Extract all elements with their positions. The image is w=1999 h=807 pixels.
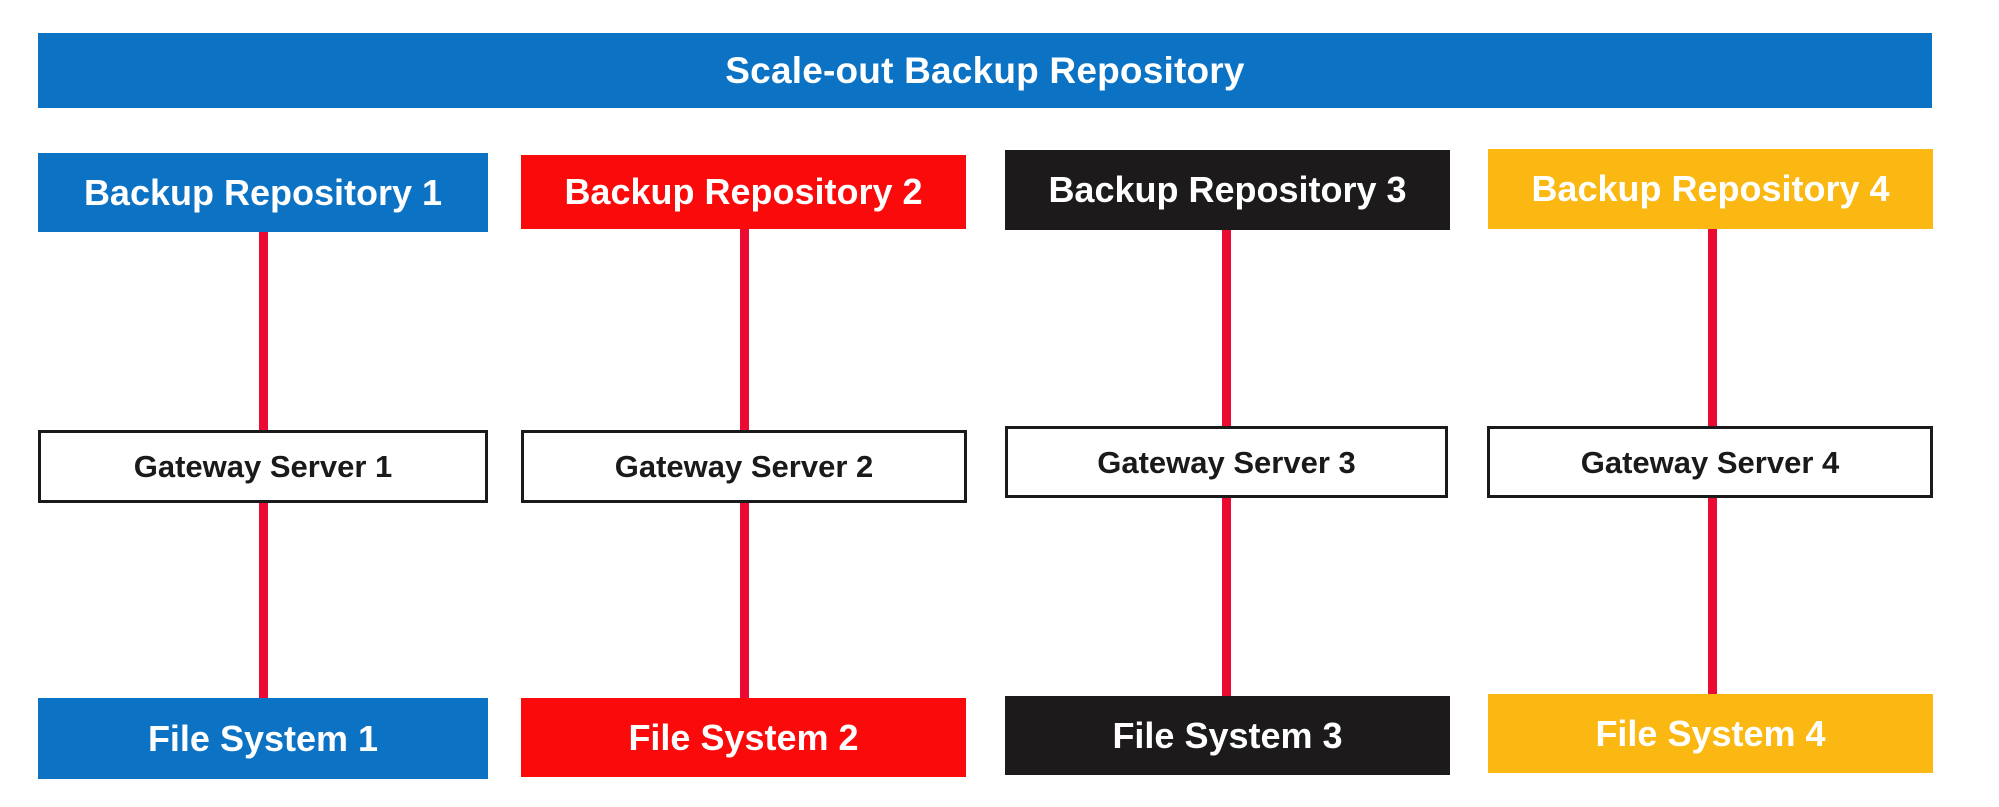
- connector-repo-to-gateway-1: [259, 232, 268, 432]
- file-system-box-1[interactable]: File System 1: [38, 698, 488, 779]
- file-system-label-4: File System 4: [1595, 712, 1826, 754]
- backup-repository-label-4: Backup Repository 4: [1531, 168, 1890, 209]
- backup-repository-box-3[interactable]: Backup Repository 3: [1005, 150, 1450, 230]
- backup-repository-box-1[interactable]: Backup Repository 1: [38, 153, 488, 232]
- backup-repository-box-2[interactable]: Backup Repository 2: [521, 155, 966, 229]
- gateway-server-box-2[interactable]: Gateway Server 2: [521, 430, 967, 503]
- connector-repo-to-gateway-2: [740, 229, 749, 432]
- gateway-server-label-2: Gateway Server 2: [614, 449, 874, 484]
- connector-gateway-to-filesystem-1: [259, 501, 268, 700]
- gateway-server-box-3[interactable]: Gateway Server 3: [1005, 426, 1448, 498]
- file-system-box-4[interactable]: File System 4: [1488, 694, 1933, 773]
- gateway-server-box-4[interactable]: Gateway Server 4: [1487, 426, 1933, 498]
- backup-repository-label-3: Backup Repository 3: [1048, 169, 1407, 210]
- file-system-label-1: File System 1: [147, 717, 379, 759]
- connector-repo-to-gateway-3: [1222, 228, 1231, 428]
- connector-gateway-to-filesystem-4: [1708, 496, 1717, 696]
- scale-out-backup-repository-label: Scale-out Backup Repository: [725, 49, 1245, 91]
- file-system-box-3[interactable]: File System 3: [1005, 696, 1450, 775]
- file-system-label-3: File System 3: [1112, 714, 1343, 756]
- file-system-label-2: File System 2: [628, 716, 859, 758]
- gateway-server-label-4: Gateway Server 4: [1580, 444, 1840, 480]
- backup-repository-box-4[interactable]: Backup Repository 4: [1488, 149, 1933, 229]
- connector-gateway-to-filesystem-3: [1222, 496, 1231, 696]
- file-system-box-2[interactable]: File System 2: [521, 698, 966, 777]
- backup-repository-label-1: Backup Repository 1: [83, 171, 443, 213]
- connector-gateway-to-filesystem-2: [740, 501, 749, 700]
- backup-repository-label-2: Backup Repository 2: [564, 171, 923, 212]
- scale-out-backup-repository-banner: Scale-out Backup Repository: [38, 33, 1932, 108]
- gateway-server-label-1: Gateway Server 1: [133, 449, 393, 484]
- gateway-server-box-1[interactable]: Gateway Server 1: [38, 430, 488, 503]
- connector-repo-to-gateway-4: [1708, 228, 1717, 428]
- gateway-server-label-3: Gateway Server 3: [1097, 444, 1356, 480]
